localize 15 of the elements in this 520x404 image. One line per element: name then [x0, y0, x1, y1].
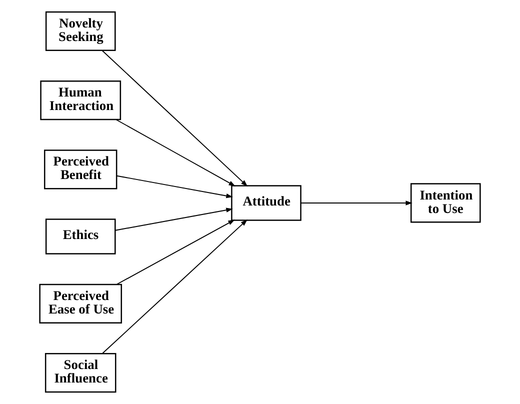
- node-box: Intention to Use: [410, 183, 481, 223]
- arrow: [116, 175, 233, 198]
- arrow: [300, 200, 412, 206]
- node-box: Novelty Seeking: [45, 11, 116, 52]
- node-box: Attitude: [231, 185, 302, 221]
- arrow: [116, 220, 235, 285]
- node-box: Ethics: [45, 218, 116, 254]
- arrow: [114, 208, 233, 231]
- node-box: Perceived Ease of Use: [39, 284, 122, 324]
- arrow: [102, 50, 248, 186]
- node-box: Social Influence: [44, 352, 116, 393]
- arrow: [102, 219, 248, 354]
- node-box: Human Interaction: [40, 80, 122, 120]
- node-box: Perceived Benefit: [44, 150, 118, 190]
- arrow: [116, 119, 236, 186]
